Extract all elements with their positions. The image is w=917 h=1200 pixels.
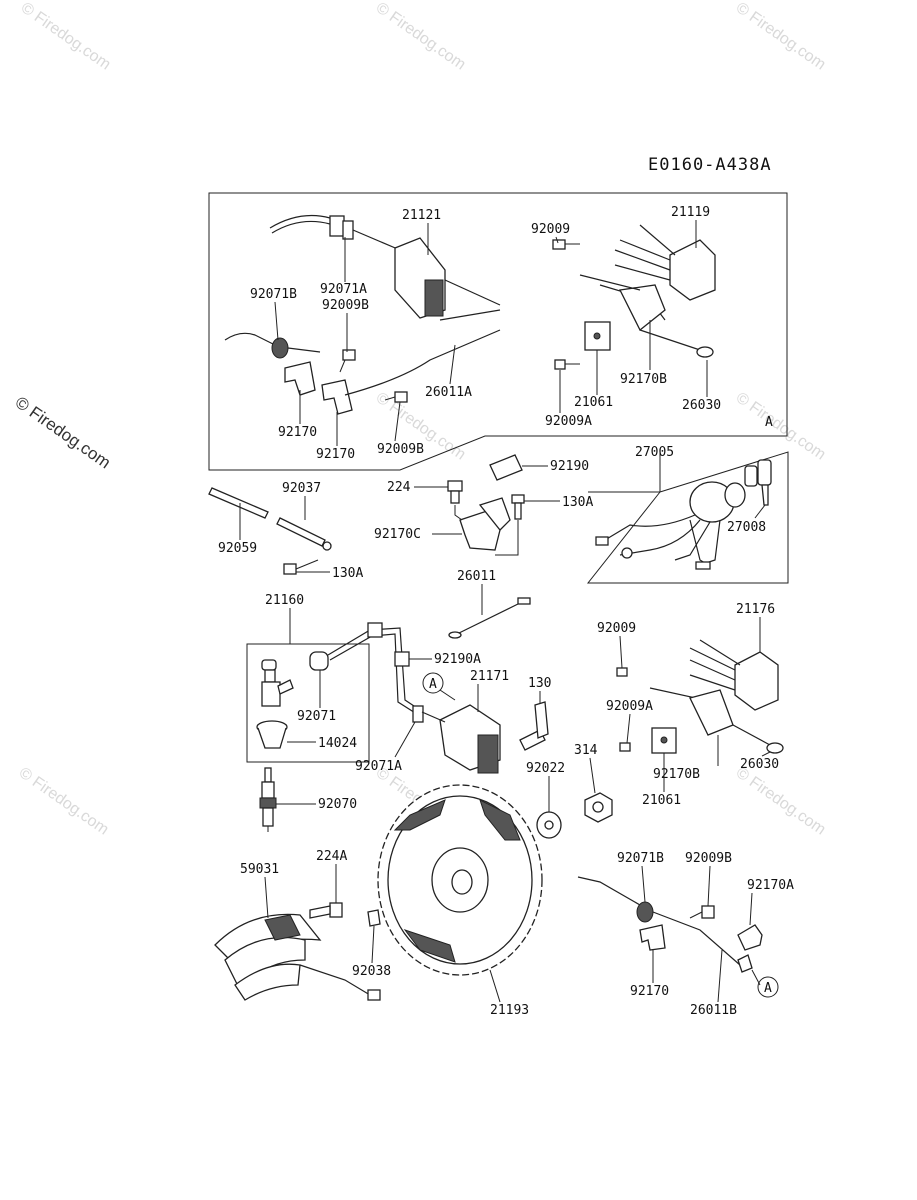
label-92009: 92009	[531, 222, 570, 237]
label-92009b-bottom: 92009B	[685, 851, 732, 866]
lead-26011b	[577, 876, 763, 973]
igniter-21176	[616, 639, 784, 754]
label-92170b-right: 92170B	[653, 767, 700, 782]
label-21061: 21061	[574, 395, 613, 410]
plug-cap-21160	[261, 659, 294, 707]
igniter-21119	[579, 224, 716, 358]
label-21193: 21193	[490, 1003, 529, 1018]
nut-314	[584, 792, 613, 823]
label-130a-a: 130A	[562, 495, 593, 510]
label-92170-bottom: 92170	[630, 984, 669, 999]
label-21061-right: 21061	[642, 793, 681, 808]
label-92071: 92071	[297, 709, 336, 724]
label-21171: 21171	[470, 669, 509, 684]
label-92070: 92070	[318, 797, 357, 812]
label-224a: 224A	[316, 849, 347, 864]
label-14024: 14024	[318, 736, 357, 751]
watermark: © Firedog.com	[16, 764, 112, 838]
bolt-130	[519, 701, 549, 751]
spark-plug-92070	[259, 767, 277, 832]
label-92071b: 92071B	[250, 287, 297, 302]
label-92038: 92038	[352, 964, 391, 979]
label-92170b: 92170B	[620, 372, 667, 387]
rod-92037	[276, 517, 332, 551]
watermark: © Firedog.com	[373, 0, 469, 74]
grommet-92071b	[224, 332, 321, 359]
label-27008: 27008	[727, 520, 766, 535]
label-92071a-mid: 92071A	[355, 759, 402, 774]
stator-59031	[214, 913, 381, 1001]
bolt-224a	[309, 902, 343, 919]
ignition-coil-21121	[269, 214, 501, 321]
label-27005: 27005	[635, 445, 674, 460]
cap-assembly-box-21160	[246, 643, 370, 763]
assembly-box-a	[208, 192, 788, 471]
label-26011b: 26011B	[690, 1003, 737, 1018]
box-a-marker: A	[765, 415, 773, 430]
label-26030-right: 26030	[740, 757, 779, 772]
switch-box-27005	[586, 451, 789, 584]
rod-92059	[208, 487, 269, 519]
screws-top	[339, 239, 580, 403]
reference-circle-a	[422, 672, 444, 694]
circle-a-bottom-label: A	[764, 981, 772, 996]
label-92170-a: 92170	[278, 425, 317, 440]
label-92009b-lower: 92009B	[377, 442, 424, 457]
bolt-224	[447, 480, 463, 504]
bracket-92170c	[459, 497, 511, 551]
label-92059: 92059	[218, 541, 257, 556]
diagram-code: E0160-A438A	[648, 155, 772, 175]
boot-14024	[256, 720, 288, 749]
flywheel-21193	[377, 784, 543, 976]
watermark: © Firedog.com	[733, 0, 829, 74]
label-92071b-bottom: 92071B	[617, 851, 664, 866]
label-92009a-right: 92009A	[606, 699, 653, 714]
watermark: © Firedog.com	[733, 764, 829, 838]
brackets-92170	[284, 329, 501, 415]
label-92037: 92037	[282, 481, 321, 496]
label-26030: 26030	[682, 398, 721, 413]
label-92190a: 92190A	[434, 652, 481, 667]
label-130a-b: 130A	[332, 566, 363, 581]
reference-circle-a-bottom	[757, 976, 779, 998]
ignition-coil-21171	[421, 704, 501, 774]
label-92170c: 92170C	[374, 527, 421, 542]
label-26011a: 26011A	[425, 385, 472, 400]
label-92170-b: 92170	[316, 447, 355, 462]
bolt-130a-b	[283, 559, 319, 575]
label-92009b: 92009B	[322, 298, 369, 313]
bolt-130a-a	[511, 494, 525, 520]
key-92038	[367, 909, 381, 927]
label-21160: 21160	[265, 593, 304, 608]
key-27008	[744, 459, 772, 506]
circle-a-label: A	[429, 677, 437, 692]
key-switch-27005	[595, 481, 746, 570]
label-92022: 92022	[526, 761, 565, 776]
label-314: 314	[574, 743, 598, 758]
watermark: © Firedog.com	[18, 0, 114, 74]
label-130: 130	[528, 676, 551, 691]
washer-92022	[536, 811, 562, 839]
watermark: © Firedog.com	[733, 389, 829, 463]
label-26011: 26011	[457, 569, 496, 584]
label-21121: 21121	[402, 208, 441, 223]
label-92170a: 92170A	[747, 878, 794, 893]
sleeve-92190	[489, 454, 548, 481]
ht-lead	[327, 622, 432, 723]
label-224: 224	[387, 480, 411, 495]
label-92190: 92190	[550, 459, 589, 474]
cap-92071	[309, 651, 329, 671]
lead-26011	[448, 597, 531, 639]
label-92071a: 92071A	[320, 282, 367, 297]
label-21119: 21119	[671, 205, 710, 220]
label-92009-right: 92009	[597, 621, 636, 636]
label-21176: 21176	[736, 602, 775, 617]
label-59031: 59031	[240, 862, 279, 877]
watermark-side: © Firedog.com	[12, 393, 114, 473]
label-92009a: 92009A	[545, 414, 592, 429]
